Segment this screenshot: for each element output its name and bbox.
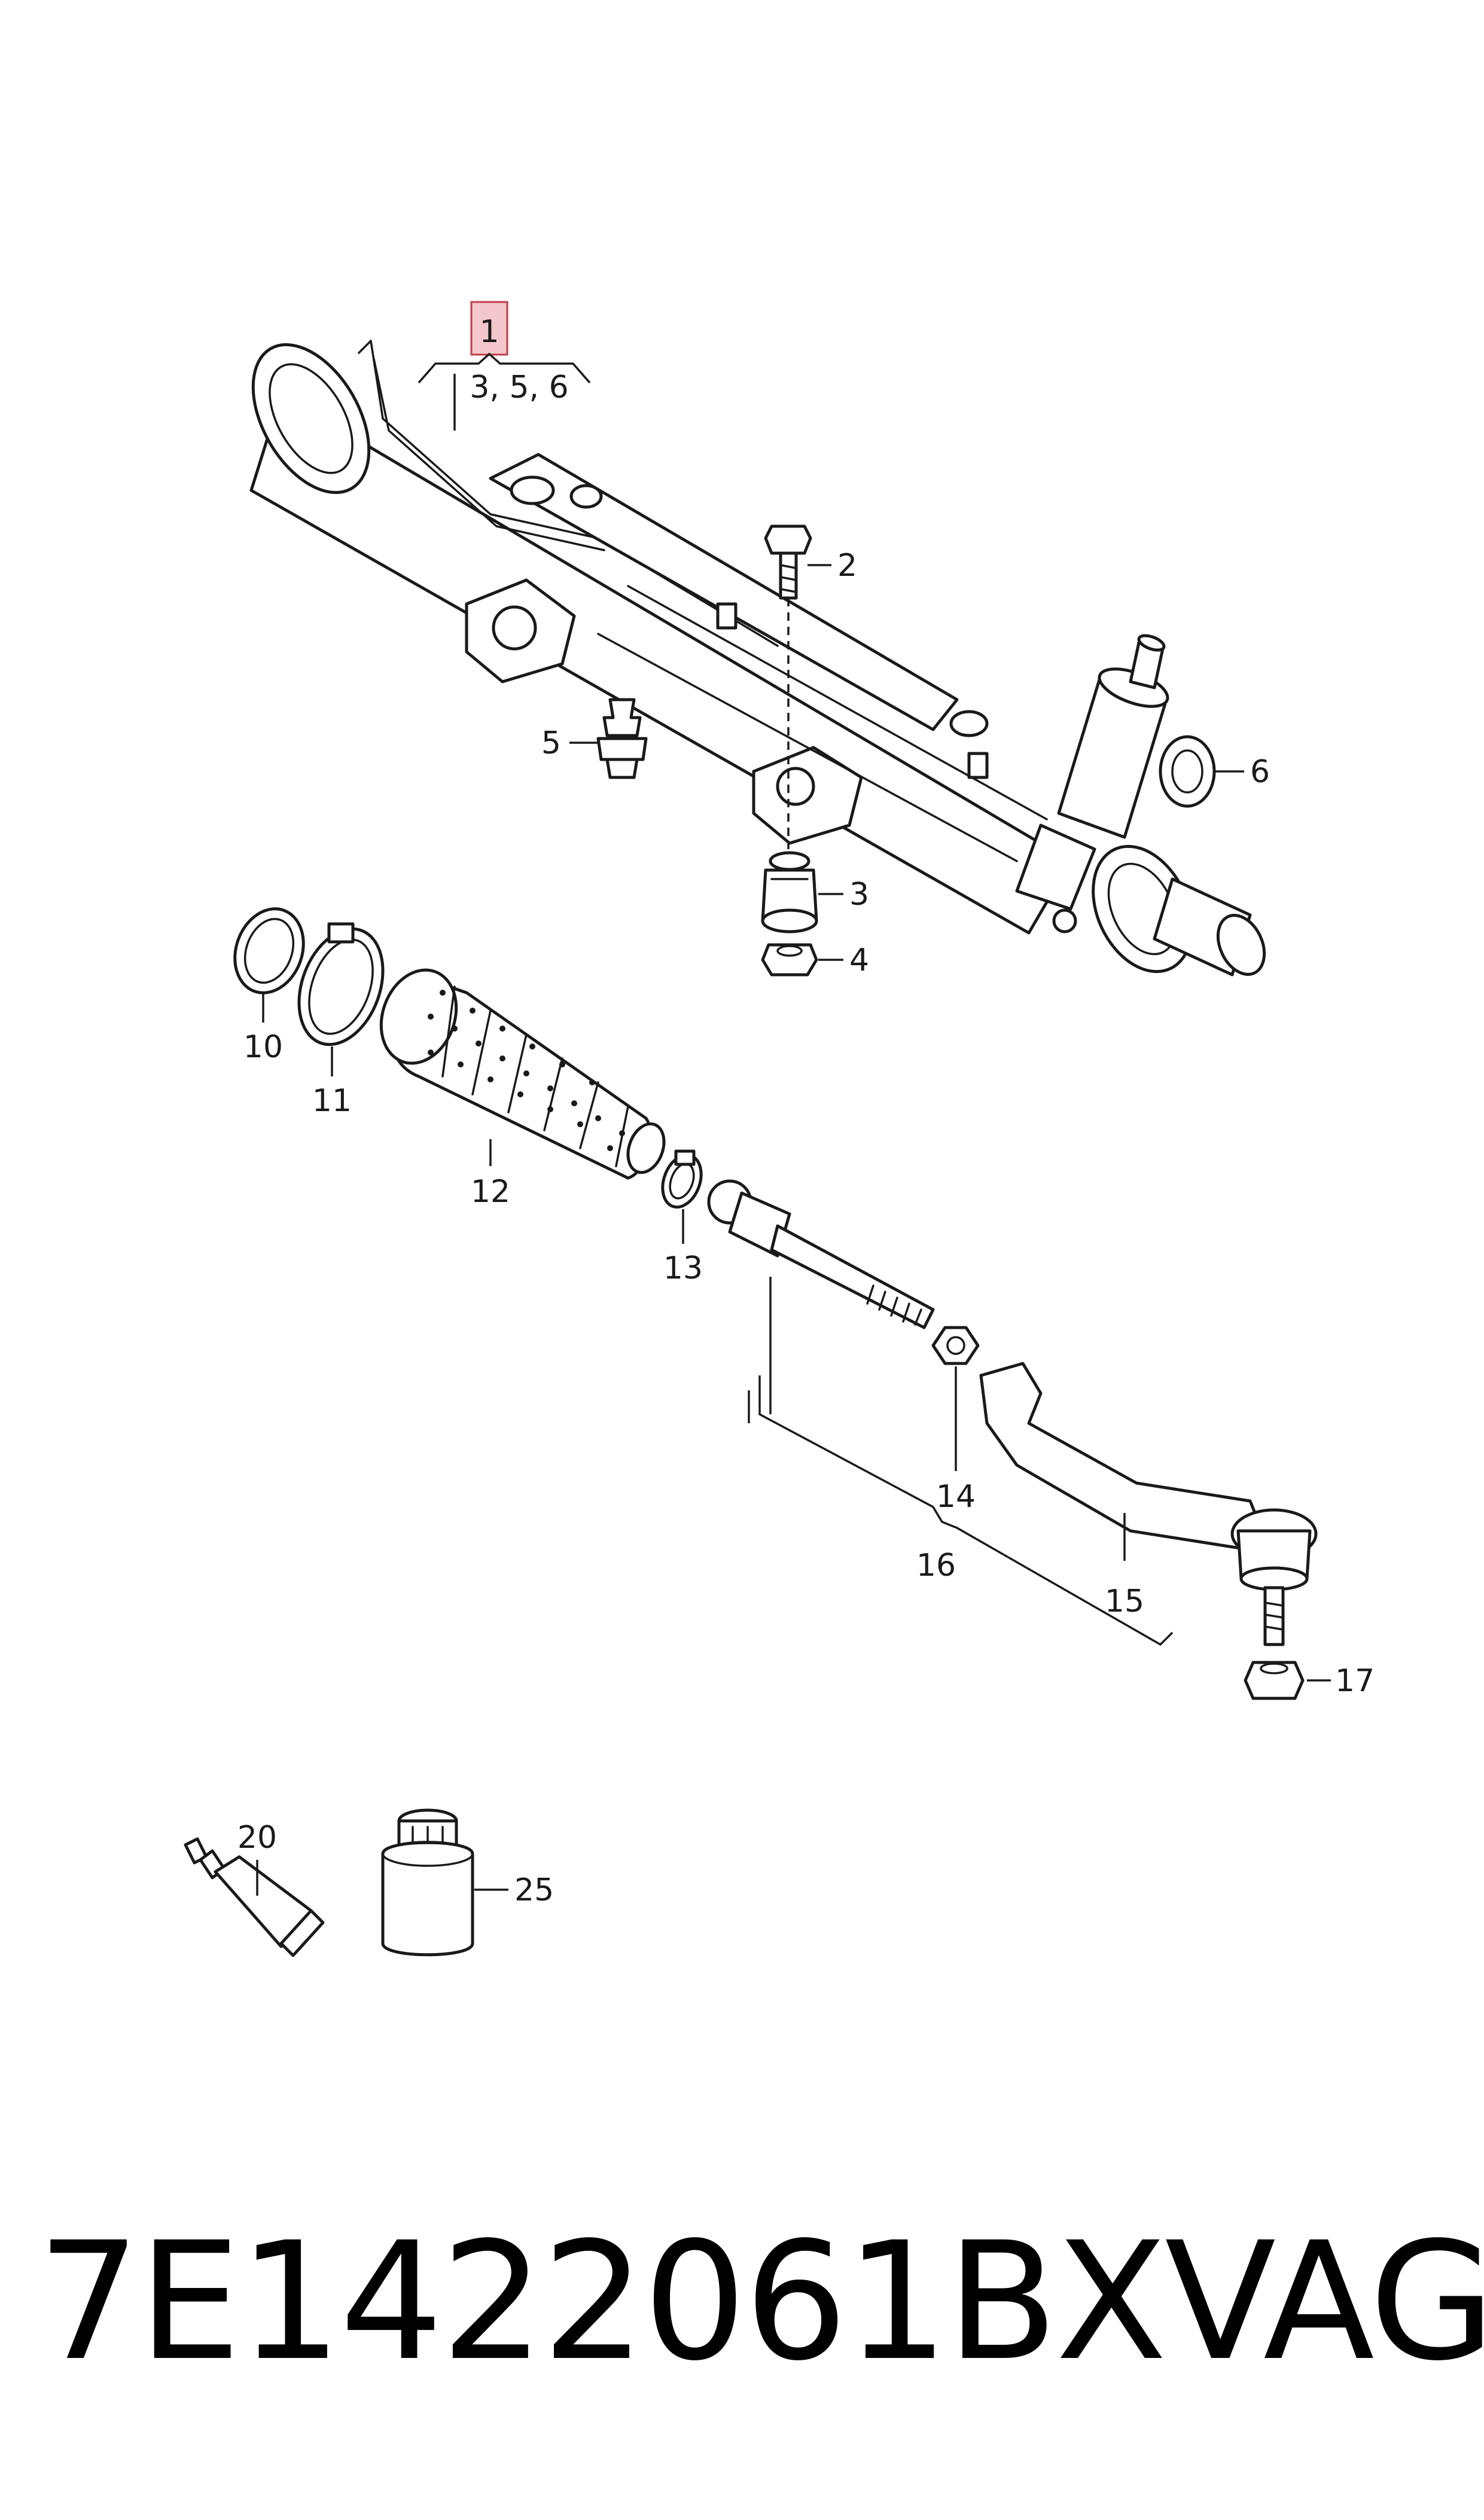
callout-2: 2 <box>837 548 857 584</box>
callout-14: 14 <box>936 1479 976 1515</box>
fluid-bottle-part-25 <box>381 1808 474 1957</box>
callout-12: 12 <box>471 1174 510 1210</box>
bellows-boot-dots <box>428 990 625 1151</box>
nut-part-4 <box>761 943 818 977</box>
callout-20: 20 <box>237 1820 277 1856</box>
callout-10: 10 <box>243 1029 283 1065</box>
part-number: 7E1422061BX <box>37 2208 1167 2397</box>
clip-part-5 <box>596 698 648 779</box>
callout-6: 6 <box>1250 754 1270 790</box>
callout-25: 25 <box>514 1872 554 1908</box>
callout-3: 3 <box>849 877 869 913</box>
callout-4: 4 <box>849 942 869 978</box>
grease-tube-part-20 <box>184 1837 325 1957</box>
inner-tie-rod <box>707 1179 935 1329</box>
callout-16: 16 <box>916 1548 956 1584</box>
callout-15: 15 <box>1105 1584 1144 1619</box>
nut-part-14 <box>931 1326 980 1365</box>
small-clamp-part-13 <box>661 1149 703 1209</box>
o-ring-part-10 <box>233 907 305 994</box>
callout-1: 1 <box>479 314 499 350</box>
clamp-part-11 <box>297 922 385 1047</box>
callout-11: 11 <box>312 1083 352 1119</box>
brand-name: VAG <box>1165 2208 1484 2397</box>
bellows-boot-part-12 <box>379 968 666 1180</box>
callout-13: 13 <box>663 1250 703 1286</box>
steering-rack-housing <box>249 340 1266 977</box>
callout-1-references: 3, 5, 6 <box>470 370 568 405</box>
callout-5: 5 <box>541 725 561 761</box>
nut-part-17 <box>1244 1661 1305 1700</box>
bushing-part-3 <box>761 851 818 933</box>
callout-1-highlight[interactable] <box>470 301 508 356</box>
tie-rod-end-part-15 <box>979 1362 1318 1646</box>
callout-17: 17 <box>1335 1663 1375 1699</box>
part-number-footer: 7E1422061BX VAG <box>37 2208 1484 2397</box>
bolt-part-2 <box>764 524 812 600</box>
